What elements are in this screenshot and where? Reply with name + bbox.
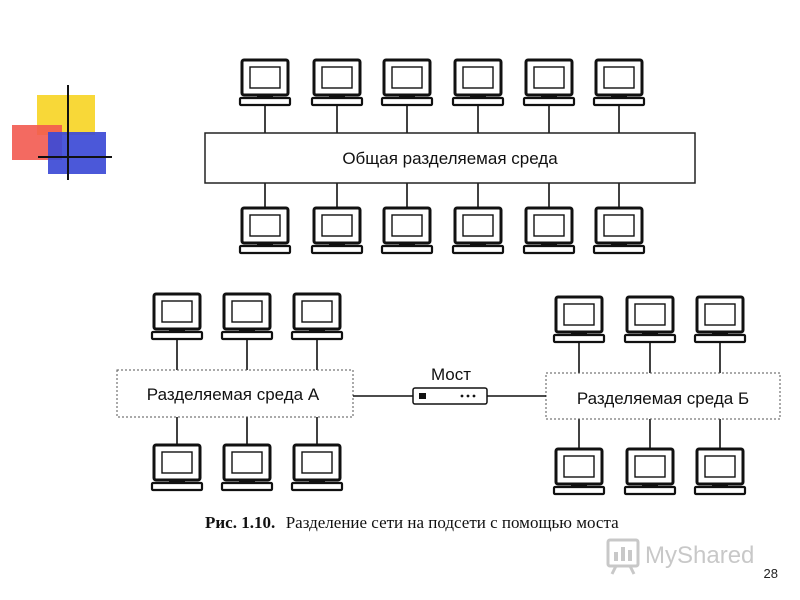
computer-icon bbox=[238, 206, 292, 255]
computer-icon bbox=[592, 206, 646, 255]
shared-medium-box bbox=[204, 132, 696, 184]
computer-icon bbox=[693, 447, 747, 496]
computer-icon bbox=[522, 58, 576, 107]
computer-icon bbox=[522, 206, 576, 255]
watermark-icon bbox=[606, 538, 640, 575]
computer-icon bbox=[150, 292, 204, 341]
figure-caption: Рис. 1.10. Разделение сети на подсети с … bbox=[205, 513, 619, 532]
computer-icon bbox=[310, 58, 364, 107]
computer-icon bbox=[693, 295, 747, 344]
bridge-device bbox=[412, 387, 488, 405]
computer-icon bbox=[290, 443, 344, 492]
wires-group bbox=[176, 105, 721, 449]
computers-group bbox=[150, 58, 747, 496]
segment-b-label: Разделяемая среда Б bbox=[577, 389, 749, 408]
computer-icon bbox=[310, 206, 364, 255]
computer-icon bbox=[220, 292, 274, 341]
page-number: 28 bbox=[764, 566, 778, 581]
computer-icon bbox=[238, 58, 292, 107]
watermark-text: MyShared bbox=[645, 542, 754, 569]
computer-icon bbox=[451, 58, 505, 107]
decorative-squares bbox=[12, 85, 112, 180]
computer-icon bbox=[552, 447, 606, 496]
computer-icon bbox=[290, 292, 344, 341]
computer-icon bbox=[623, 295, 677, 344]
bridge-label: Мост bbox=[431, 365, 471, 384]
segment-a-box bbox=[116, 369, 354, 418]
caption-prefix: Рис. 1.10. bbox=[205, 513, 275, 532]
watermark: MyShared bbox=[606, 538, 754, 575]
deco-blue-square bbox=[48, 132, 106, 174]
computer-icon bbox=[592, 58, 646, 107]
caption-text: Разделение сети на подсети с помощью мос… bbox=[286, 513, 619, 532]
shared-medium-label: Общая разделяемая среда bbox=[342, 149, 558, 168]
computer-icon bbox=[220, 443, 274, 492]
computer-icon bbox=[150, 443, 204, 492]
computer-icon bbox=[380, 206, 434, 255]
computer-icon bbox=[380, 58, 434, 107]
computer-icon bbox=[623, 447, 677, 496]
computer-icon bbox=[451, 206, 505, 255]
computer-icon bbox=[552, 295, 606, 344]
segment-a-label: Разделяемая среда А bbox=[147, 385, 320, 404]
